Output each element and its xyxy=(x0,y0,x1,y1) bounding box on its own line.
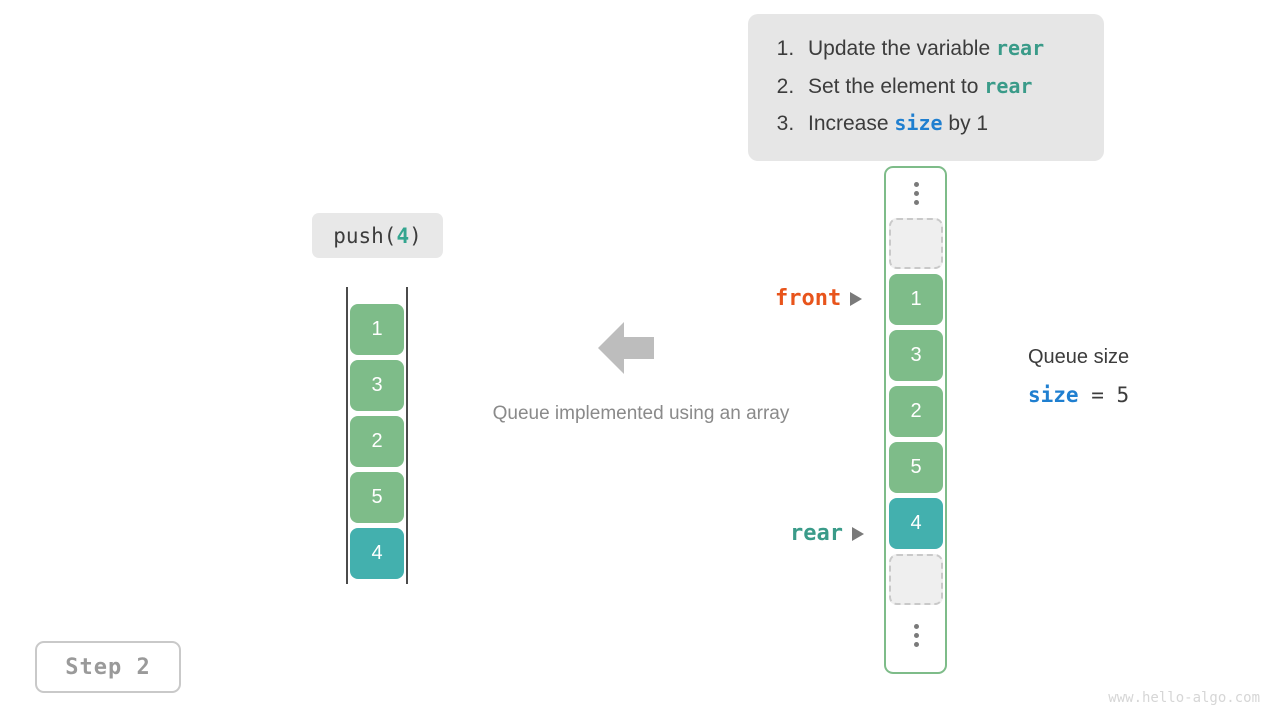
instruction-card: Update the variable rear Set the element… xyxy=(748,14,1104,161)
left-arrow-icon xyxy=(596,320,656,376)
instruction-keyword-3: size xyxy=(894,111,943,135)
instruction-list: Update the variable rear Set the element… xyxy=(770,30,1082,143)
instruction-keyword-1: rear xyxy=(995,36,1045,60)
array-slot-empty xyxy=(889,218,943,269)
instruction-text-post-3: by 1 xyxy=(942,112,989,135)
size-value: 5 xyxy=(1116,383,1130,407)
queue-cell: 1 xyxy=(350,304,404,355)
instruction-item-1: Update the variable rear xyxy=(800,30,1082,68)
queue-cell: 5 xyxy=(350,472,404,523)
diagram-caption: Queue implemented using an array xyxy=(492,403,790,424)
array-slot: 1 xyxy=(889,274,943,325)
array-container: 1 3 2 5 4 xyxy=(884,166,947,674)
array-slots: 1 3 2 5 4 xyxy=(889,168,943,660)
ellipsis-icon-bottom xyxy=(889,610,943,660)
size-readout: Queue size size = 5 xyxy=(1028,343,1129,407)
queue-rail-left xyxy=(346,287,348,584)
queue-cell: 3 xyxy=(350,360,404,411)
instruction-keyword-2: rear xyxy=(984,73,1033,98)
size-readout-expression: size = 5 xyxy=(1028,383,1129,407)
instruction-item-3: Increase size by 1 xyxy=(800,105,1082,143)
watermark: www.hello-algo.com xyxy=(1108,690,1260,706)
instruction-text-pre-1: Update the variable xyxy=(808,37,996,60)
size-operator: = xyxy=(1091,383,1104,407)
queue-cell-highlighted: 4 xyxy=(350,528,404,579)
logical-queue-cells: 1 3 2 5 4 xyxy=(350,304,404,584)
size-variable-name: size xyxy=(1028,383,1079,407)
queue-rail-right xyxy=(406,287,408,584)
operation-close-paren: ) xyxy=(409,223,422,248)
array-slot-empty xyxy=(889,554,943,605)
rear-pointer: rear xyxy=(790,521,864,546)
size-readout-title: Queue size xyxy=(1028,346,1130,368)
operation-name: push( xyxy=(333,223,397,248)
operation-label: push(4) xyxy=(312,213,443,258)
front-pointer-label: front xyxy=(775,286,842,311)
array-slot: 3 xyxy=(889,330,943,381)
rear-pointer-label: rear xyxy=(790,521,843,546)
front-pointer: front xyxy=(775,286,863,311)
logical-queue: 1 3 2 5 4 xyxy=(346,287,408,584)
arrow-right-icon xyxy=(850,291,863,306)
array-slot: 2 xyxy=(889,386,943,437)
instruction-item-2: Set the element to rear xyxy=(800,68,1082,106)
ellipsis-icon-top xyxy=(889,168,943,218)
arrow-right-icon xyxy=(851,526,864,541)
step-badge: Step 2 xyxy=(35,641,181,693)
instruction-text-pre-2: Set the element to xyxy=(808,74,985,98)
instruction-text-pre-3: Increase xyxy=(808,112,895,135)
queue-cell: 2 xyxy=(350,416,404,467)
array-slot-highlighted: 4 xyxy=(889,498,943,549)
array-slot: 5 xyxy=(889,442,943,493)
operation-value: 4 xyxy=(396,223,410,248)
